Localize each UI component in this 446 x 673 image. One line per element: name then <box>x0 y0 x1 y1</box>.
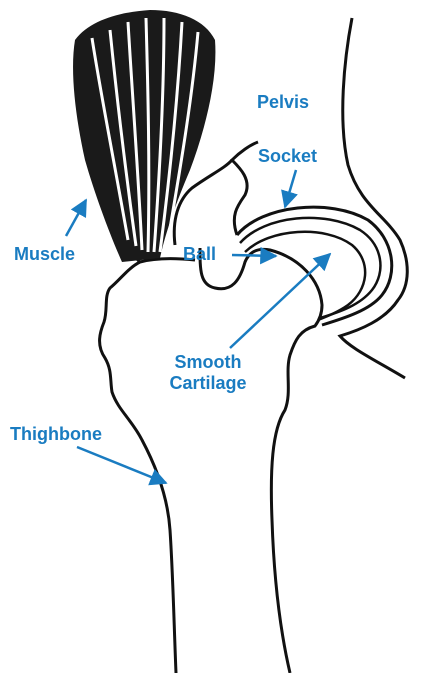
muscle-striation-5 <box>152 17 166 253</box>
muscle-striation-7 <box>166 31 200 241</box>
smooth-cartilage-label: Smooth Cartilage <box>155 352 261 394</box>
thighbone-outline <box>198 247 324 673</box>
socket-label: Socket <box>258 146 318 166</box>
thighbone-arrow <box>76 445 168 486</box>
cartilage-arrow <box>229 252 332 349</box>
pelvis-outline <box>337 17 409 380</box>
muscle-fan <box>73 10 216 262</box>
ball-cartilage-edge <box>244 230 367 322</box>
ball-label: Ball <box>183 244 217 264</box>
muscle-label: Muscle <box>14 244 76 264</box>
muscle-striation-1 <box>90 37 130 241</box>
muscle-striation-4 <box>144 17 151 253</box>
socket-arrow <box>281 169 298 209</box>
pelvis-socket-rim <box>229 140 259 236</box>
thighbone-label: Thighbone <box>10 424 102 444</box>
socket-band-outer <box>235 205 394 327</box>
muscle-striation-3 <box>126 21 144 251</box>
pelvis-iliac-edge <box>172 158 234 246</box>
muscle-striation-2 <box>108 29 138 247</box>
pelvis-label: Pelvis <box>257 92 310 112</box>
smooth-cartilage-label-line1: Smooth <box>174 352 242 372</box>
muscle-striation-6 <box>158 21 184 253</box>
thighbone-left-outline <box>98 257 196 673</box>
socket-band-inner <box>239 216 382 320</box>
smooth-cartilage-label-line2: Cartilage <box>169 373 247 393</box>
ball-arrow <box>231 246 278 265</box>
muscle-arrow <box>64 198 88 237</box>
